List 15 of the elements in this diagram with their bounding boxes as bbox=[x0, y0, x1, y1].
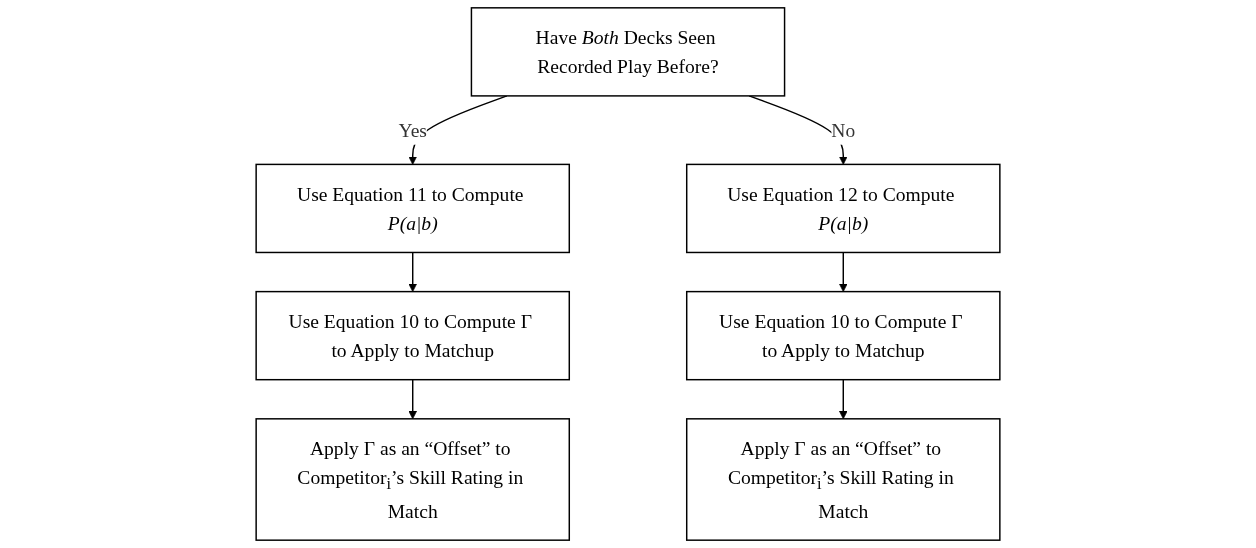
arrow bbox=[408, 378, 417, 420]
edge-label: No bbox=[831, 119, 856, 141]
node-box: Use Equation 10 to Compute Γ to Apply to Matchup bbox=[255, 290, 571, 381]
node-box: Use Equation 10 to Compute Γ to Apply to Matchup bbox=[685, 290, 1001, 381]
node-box: Use Equation 12 to Compute P(a|b) bbox=[685, 163, 1001, 254]
arrow bbox=[839, 378, 848, 420]
edge-label: Yes bbox=[398, 119, 427, 141]
node-box: Apply Γ as an “Offset” to Competitor$_{i}$’s Skill Rating in Match bbox=[255, 418, 571, 541]
arrow bbox=[839, 251, 848, 292]
arrow bbox=[408, 95, 508, 165]
arrow bbox=[408, 251, 417, 292]
node-box: Use Equation 11 to Compute P(a|b) bbox=[255, 163, 571, 254]
arrow bbox=[748, 95, 848, 165]
node-box: Have Both Decks Seen Recorded Play Before? bbox=[470, 7, 786, 97]
node-box: Apply Γ as an “Offset” to Competitor$_{i}$’s Skill Rating in Match bbox=[685, 418, 1001, 541]
